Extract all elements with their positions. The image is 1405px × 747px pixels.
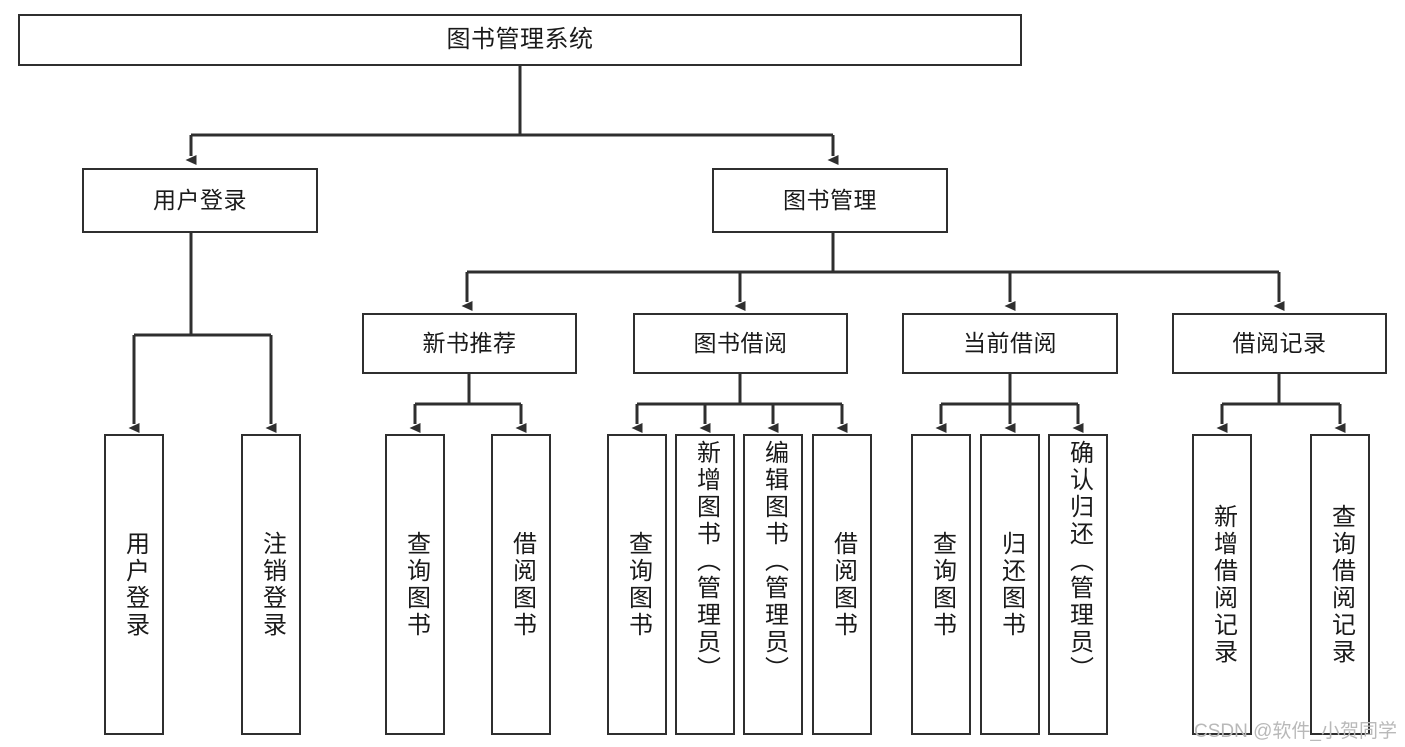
node-user-login[interactable]: 用户登录 [82, 168, 318, 233]
leaf-record-query-record[interactable]: 查询借阅记录 [1310, 434, 1370, 735]
node-label: 新增图书（管理员） [692, 440, 720, 683]
leaf-user-login-login[interactable]: 用户登录 [104, 434, 164, 735]
leaf-borrow-edit-book-admin[interactable]: 编辑图书（管理员） [743, 434, 803, 735]
leaf-user-login-logout[interactable]: 注销登录 [241, 434, 301, 735]
node-label: 编辑图书（管理员） [760, 440, 788, 683]
node-label: 查询借阅记录 [1327, 503, 1355, 666]
node-label: 查询图书 [928, 530, 956, 639]
node-label: 确认归还（管理员） [1065, 440, 1093, 683]
leaf-current-confirm-return-admin[interactable]: 确认归还（管理员） [1048, 434, 1108, 735]
node-label: 用户登录 [153, 187, 247, 213]
node-book-management[interactable]: 图书管理 [712, 168, 948, 233]
node-label: 借阅图书 [508, 530, 536, 639]
leaf-recommend-borrow-book[interactable]: 借阅图书 [491, 434, 551, 735]
node-borrow-record[interactable]: 借阅记录 [1172, 313, 1387, 374]
node-label: 用户登录 [121, 530, 149, 639]
node-label: 图书管理 [783, 187, 877, 213]
leaf-borrow-query-book[interactable]: 查询图书 [607, 434, 667, 735]
node-new-book-recommend[interactable]: 新书推荐 [362, 313, 577, 374]
node-label: 查询图书 [624, 530, 652, 639]
leaf-record-add-record[interactable]: 新增借阅记录 [1192, 434, 1252, 735]
node-label: 借阅记录 [1232, 330, 1327, 356]
leaf-recommend-query-book[interactable]: 查询图书 [385, 434, 445, 735]
node-label: 新增借阅记录 [1209, 503, 1237, 666]
node-book-borrow[interactable]: 图书借阅 [633, 313, 848, 374]
node-label: 注销登录 [258, 530, 286, 639]
leaf-borrow-borrow-book[interactable]: 借阅图书 [812, 434, 872, 735]
node-label: 新书推荐 [422, 330, 517, 356]
node-label: 借阅图书 [829, 530, 857, 639]
leaf-current-return-book[interactable]: 归还图书 [980, 434, 1040, 735]
leaf-borrow-add-book-admin[interactable]: 新增图书（管理员） [675, 434, 735, 735]
node-label: 图书管理系统 [446, 26, 594, 53]
node-label: 查询图书 [402, 530, 430, 639]
node-current-borrow[interactable]: 当前借阅 [902, 313, 1118, 374]
leaf-current-query-book[interactable]: 查询图书 [911, 434, 971, 735]
watermark-text: CSDN @软件_小贺同学 [1194, 721, 1397, 742]
node-label: 归还图书 [997, 530, 1025, 639]
node-label: 图书借阅 [693, 330, 788, 356]
node-label: 当前借阅 [963, 330, 1057, 356]
node-root-system[interactable]: 图书管理系统 [18, 14, 1022, 66]
